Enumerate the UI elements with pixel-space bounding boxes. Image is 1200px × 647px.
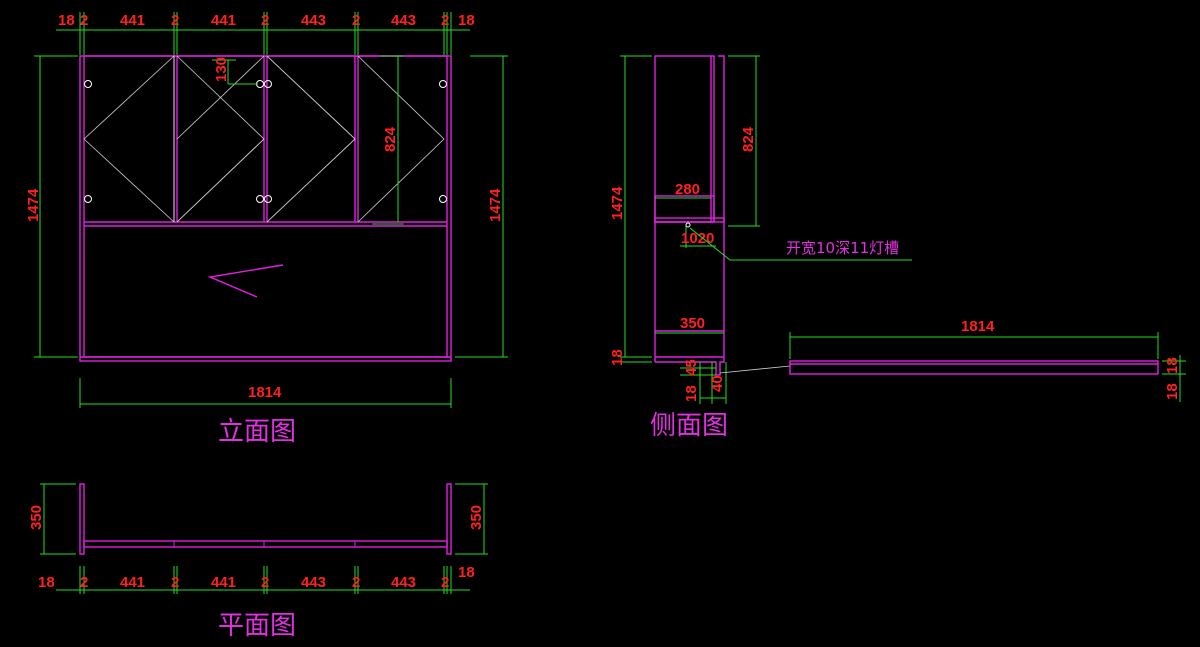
- side-18-bottom-label: 18: [683, 385, 700, 402]
- side-dim-18-left: 18: [609, 349, 626, 366]
- front-height-right-label: 1474: [487, 188, 504, 222]
- front-top-dim-5: 2: [261, 12, 269, 29]
- side-10-20-label: 1020: [681, 230, 714, 247]
- front-inner-dim-824: 824: [382, 126, 399, 152]
- side-280-label: 280: [675, 181, 700, 198]
- front-height-right: 1474: [455, 55, 508, 358]
- front-top-dim-8: 443: [391, 12, 416, 29]
- plan-depth-left: 350: [28, 483, 76, 555]
- side-350-label: 350: [680, 315, 705, 332]
- plan-view-title: 平面图: [218, 611, 296, 641]
- front-dim-824: 824: [372, 55, 404, 225]
- side-height-dim: 1474 18: [609, 55, 652, 366]
- side-shelf-dim-b: 18: [1164, 383, 1181, 400]
- plan-bottom-dim-2: 441: [120, 574, 145, 591]
- plan-bottom-dim-4: 441: [211, 574, 236, 591]
- front-top-dim-6: 443: [301, 12, 326, 29]
- plan-bottom-dim-3: 2: [171, 574, 179, 591]
- side-dim-10-20: 1020: [680, 222, 716, 248]
- plan-bottom-dim-1: 2: [80, 574, 88, 591]
- plan-bottom-dim-5: 2: [261, 574, 269, 591]
- side-cabinet-outline: [654, 55, 725, 376]
- side-shelf-profile: 1814 18 18: [789, 318, 1186, 402]
- front-top-dimension-chain: 18 2 441 2 441 2 443 2 443 2 18: [56, 12, 475, 55]
- side-view: 1474 18 824 280 1020 开宽10深11灯槽: [609, 55, 1186, 441]
- side-shelf-dim-a: 18: [1164, 357, 1181, 374]
- side-bottom-dims: 45 18 40: [680, 359, 791, 404]
- front-dim-130: 130: [212, 57, 258, 85]
- front-hinges: [84, 80, 447, 203]
- front-top-dim-3: 2: [171, 12, 179, 29]
- side-dim-350: 350: [655, 315, 724, 334]
- side-dim-280: 280: [655, 181, 711, 199]
- plan-view: 350 350 18 2 441 2 441 2: [28, 483, 488, 641]
- side-824-label: 824: [740, 126, 757, 152]
- front-height-left-label: 1474: [25, 188, 42, 222]
- plan-bottom-dim-6: 443: [301, 574, 326, 591]
- front-top-dim-9: 2: [441, 12, 449, 29]
- front-width-bottom: 1814: [79, 378, 452, 408]
- plan-bottom-dim-8: 443: [391, 574, 416, 591]
- front-top-dim-2: 441: [120, 12, 145, 29]
- front-top-dim-1: 2: [80, 12, 88, 29]
- plan-bottom-dim-9: 2: [441, 574, 449, 591]
- front-top-dim-10: 18: [458, 12, 475, 29]
- front-cabinet-outline: [79, 55, 452, 362]
- front-height-left: 1474: [25, 55, 78, 358]
- plan-bottom-dim-10: 18: [458, 564, 475, 581]
- side-view-title: 侧面图: [650, 411, 728, 441]
- front-top-dim-7: 2: [352, 12, 360, 29]
- side-note-leader: 开宽10深11灯槽: [689, 227, 912, 261]
- side-height-label: 1474: [609, 186, 626, 220]
- front-view: 18 2 441 2 441 2 443 2 443 2 18: [25, 12, 508, 447]
- plan-bottom-dim-7: 2: [352, 574, 360, 591]
- front-view-title: 立面图: [218, 417, 296, 447]
- front-top-dim-0: 18: [58, 12, 75, 29]
- plan-depth-left-label: 350: [28, 505, 45, 530]
- front-width-label: 1814: [248, 384, 282, 401]
- front-door-diagonals: [83, 55, 445, 223]
- plan-bottom-dimension-chain: 18 2 441 2 441 2 443 2 443 2 18: [38, 564, 475, 594]
- plan-depth-right: 350: [455, 483, 488, 555]
- plan-cabinet-outline: [79, 483, 452, 555]
- plan-bottom-dim-0: 18: [38, 574, 55, 591]
- side-dim-824: 824: [728, 55, 760, 227]
- side-light-slot-note: 开宽10深11灯槽: [786, 239, 899, 257]
- front-top-dim-4: 441: [211, 12, 236, 29]
- front-sketch-mark: [207, 264, 284, 298]
- side-40-label: 40: [709, 375, 726, 392]
- side-shelf-width-label: 1814: [961, 318, 995, 335]
- front-small-dim-130: 130: [213, 57, 230, 82]
- plan-depth-right-label: 350: [468, 505, 485, 530]
- side-45-label: 45: [683, 359, 700, 376]
